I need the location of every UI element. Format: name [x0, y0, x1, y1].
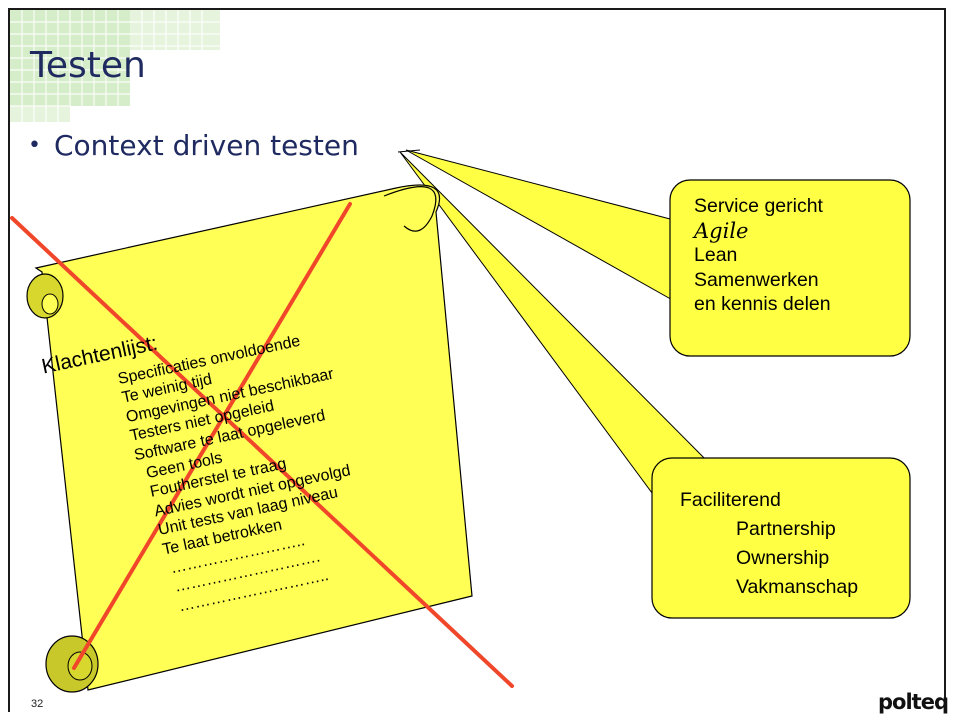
callout-top-box — [669, 179, 911, 357]
header-grid-decoration — [10, 10, 220, 122]
header-grid-block-bottom — [10, 106, 70, 122]
bullet-dot: • — [28, 133, 41, 158]
scroll-body — [34, 184, 473, 691]
scroll-curl-bottom-left-inner — [67, 651, 93, 681]
callout-bottom-line: Ownership — [736, 547, 830, 569]
red-cross-line-2 — [72, 202, 352, 670]
callout-top-join — [671, 230, 680, 302]
bullet-item: • Context driven testen — [28, 132, 359, 160]
scroll-curl-top-left-inner — [41, 293, 59, 315]
bullet-connector — [397, 149, 421, 153]
slide-number: 32 — [31, 698, 44, 710]
callout-bottom-join — [653, 476, 660, 520]
callout-bottom-box — [651, 457, 911, 619]
slide-title: Testen — [30, 45, 146, 86]
polteq-logo: polteq — [878, 690, 949, 714]
callout-bottom-line: Partnership — [736, 518, 836, 540]
bullet-text: Context driven testen — [54, 129, 359, 162]
scroll-curl-top-right — [383, 186, 437, 232]
callout-top-text: Service gericht Agile Lean Samenwerken e… — [694, 194, 831, 317]
red-cross-line-1 — [10, 216, 514, 688]
slide-frame — [8, 8, 946, 712]
callout-top-line: Agile — [694, 218, 749, 243]
header-grid-lines — [10, 10, 220, 122]
callout-bottom-text: Faciliterend Partnership Ownership Vakma… — [680, 486, 858, 602]
callout-bottom-line: Vakmanschap — [736, 576, 859, 598]
callout-top-line: Service gericht — [694, 195, 823, 217]
callout-bottom-line: Faciliterend — [680, 489, 781, 511]
header-grid-block-top — [130, 10, 220, 50]
callout-top-line: Samenwerken — [694, 268, 819, 291]
callout-top-line: en kennis delen — [694, 293, 831, 315]
red-cross — [10, 202, 514, 688]
callout-top-line: Lean — [694, 244, 738, 266]
